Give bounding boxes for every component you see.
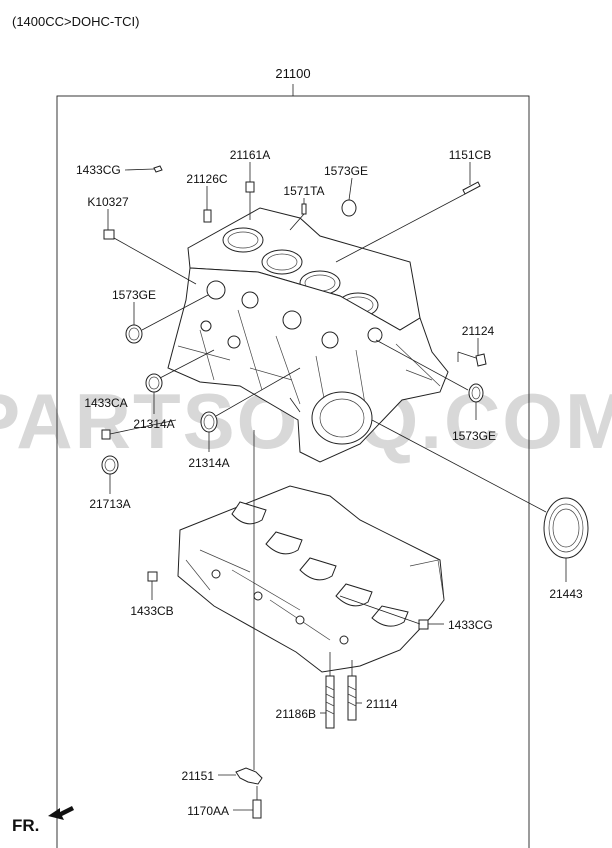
assembly-number-label[interactable]: 21100 bbox=[275, 66, 310, 81]
part-label-1433CB[interactable]: 1433CB bbox=[130, 604, 173, 618]
part-label-1573GE-left[interactable]: 1573GE bbox=[112, 288, 156, 302]
cylinder-block-drawing bbox=[167, 207, 449, 463]
part-label-21314A-left[interactable]: 21314A bbox=[133, 417, 174, 431]
engine-spec-header: (1400CC>DOHC-TCI) bbox=[12, 14, 140, 29]
part-label-21443[interactable]: 21443 bbox=[549, 587, 583, 601]
part-label-21114[interactable]: 21114 bbox=[366, 697, 398, 711]
part-label-1571TA[interactable]: 1571TA bbox=[283, 184, 324, 198]
part-label-1151CB[interactable]: 1151CB bbox=[449, 148, 491, 162]
part-label-1573GE-top[interactable]: 1573GE bbox=[324, 164, 368, 178]
front-direction-label: FR. bbox=[12, 816, 39, 835]
lower-crankcase-drawing bbox=[177, 485, 445, 673]
front-arrow-icon bbox=[48, 806, 74, 820]
assembly-frame bbox=[56, 95, 530, 848]
part-label-K10327[interactable]: K10327 bbox=[87, 195, 129, 209]
part-label-1433CG-top[interactable]: 1433CG bbox=[76, 163, 121, 177]
part-label-21713A[interactable]: 21713A bbox=[89, 497, 130, 511]
part-label-21151[interactable]: 21151 bbox=[182, 769, 215, 783]
part-label-21126C[interactable]: 21126C bbox=[186, 172, 227, 186]
part-label-1170AA[interactable]: 1170AA bbox=[187, 804, 229, 818]
part-label-21124[interactable]: 21124 bbox=[462, 324, 495, 338]
part-label-21161A[interactable]: 21161A bbox=[230, 148, 270, 162]
part-label-1573GE-right[interactable]: 1573GE bbox=[452, 429, 496, 443]
part-label-1433CA[interactable]: 1433CA bbox=[84, 396, 127, 410]
part-label-21314A-mid[interactable]: 21314A bbox=[188, 456, 229, 470]
part-label-21186B[interactable]: 21186B bbox=[276, 707, 316, 721]
part-label-1433CG-bottom[interactable]: 1433CG bbox=[448, 618, 493, 632]
